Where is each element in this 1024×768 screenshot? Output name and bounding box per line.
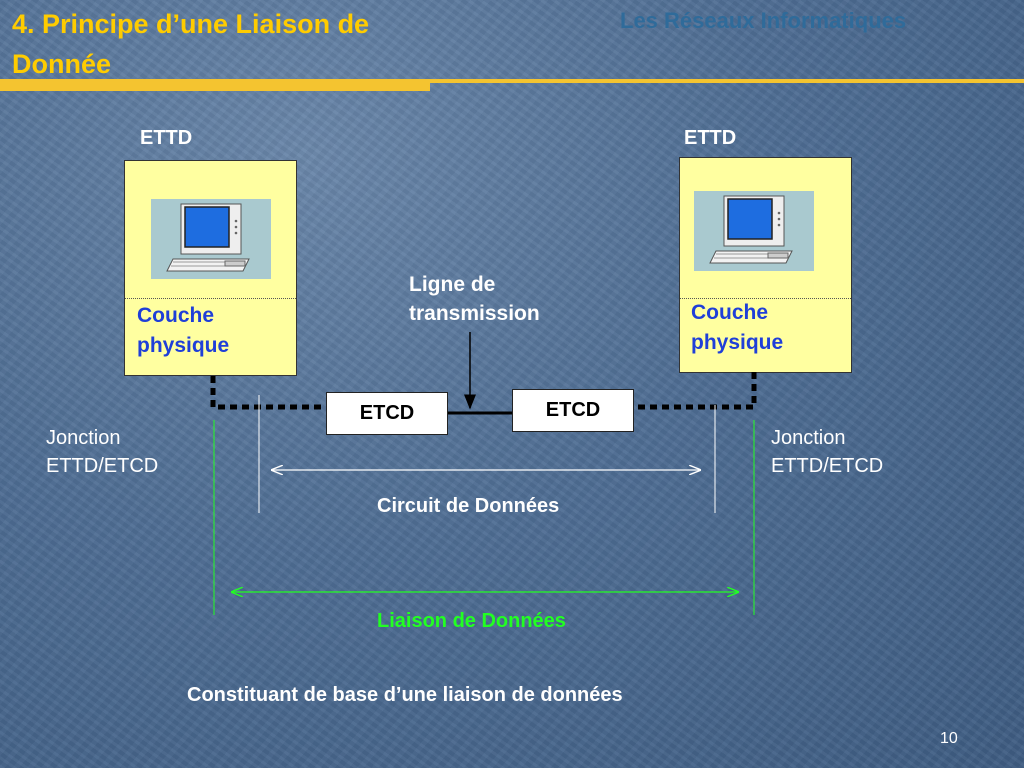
left-ettd-box: Couche physique xyxy=(124,160,297,376)
left-junction-cable xyxy=(210,376,326,410)
right-layer-separator xyxy=(680,298,851,299)
left-ettd-label: ETTD xyxy=(140,127,193,149)
header-rule xyxy=(0,79,1024,83)
etcd-right-box: ETCD xyxy=(512,389,634,432)
liaison-label: Liaison de Données xyxy=(377,610,566,632)
left-layer-separator xyxy=(125,298,296,299)
right-computer-icon xyxy=(694,191,814,271)
page-number: 10 xyxy=(940,730,958,747)
left-computer-icon xyxy=(151,199,271,279)
diagram-caption: Constituant de base d’une liaison de don… xyxy=(187,684,623,706)
right-junction-label: Jonction ETTD/ETCD xyxy=(771,427,884,477)
slide-title: 4. Principe d’une Liaison de Donnée xyxy=(12,9,370,79)
right-couche-physique: Couche physique xyxy=(691,301,784,354)
right-ettd-box: Couche physique xyxy=(679,157,852,373)
right-junction-cable xyxy=(633,372,757,410)
circuit-label: Circuit de Données xyxy=(377,495,560,517)
etcd-left-box: ETCD xyxy=(326,392,448,435)
header-rule-accent xyxy=(0,83,430,91)
slide-subtitle: Les Réseaux Informatiques xyxy=(620,8,907,33)
transmission-label: Ligne de transmission xyxy=(409,273,540,325)
left-couche-physique: Couche physique xyxy=(137,304,230,357)
left-junction-label: Jonction ETTD/ETCD xyxy=(46,427,159,477)
right-ettd-label: ETTD xyxy=(684,127,737,149)
